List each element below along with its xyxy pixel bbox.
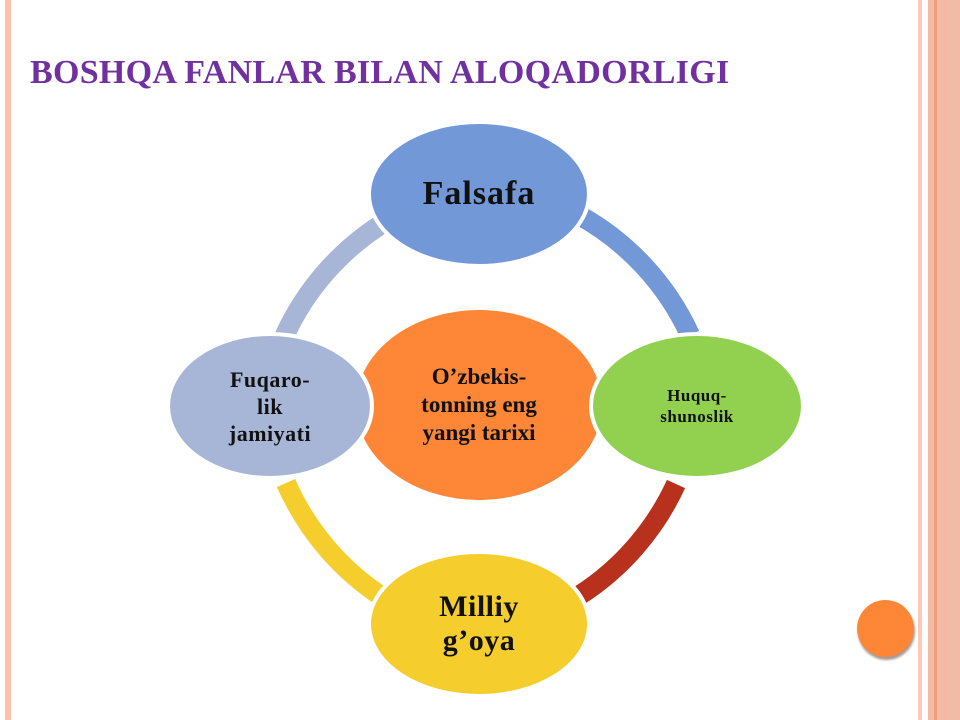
connector-bottom-left: [276, 478, 390, 607]
connector-left-top: [274, 213, 391, 342]
left-accent-stripe: [5, 0, 11, 720]
slide-title: BOSHQA FANLAR BILAN ALOQADORLIGI: [30, 54, 730, 91]
connector-right-bottom: [574, 479, 686, 604]
connector-top-right: [572, 205, 700, 340]
node-huquqshunoslik: [589, 332, 805, 480]
node-fuqarolik-jamiyati: [166, 332, 374, 480]
right-decor-band: [934, 0, 937, 720]
node-fuqarolik-jamiyati-label: Fuqaro- lik jamiyati: [228, 366, 312, 446]
right-decor-band: [918, 0, 922, 720]
center-node-label: O’zbekis- tonning eng yangi tarixi: [421, 364, 537, 445]
right-decor-band: [943, 0, 945, 720]
node-falsafa: [367, 120, 591, 268]
node-huquqshunoslik-label: Huquq- shunoslik: [660, 386, 734, 426]
node-falsafa-label: Falsafa: [422, 175, 536, 212]
node-milliy-goya-label: Milliy g’oya: [439, 590, 519, 657]
decorative-orange-dot: [857, 600, 914, 657]
node-milliy-goya: [367, 550, 591, 698]
